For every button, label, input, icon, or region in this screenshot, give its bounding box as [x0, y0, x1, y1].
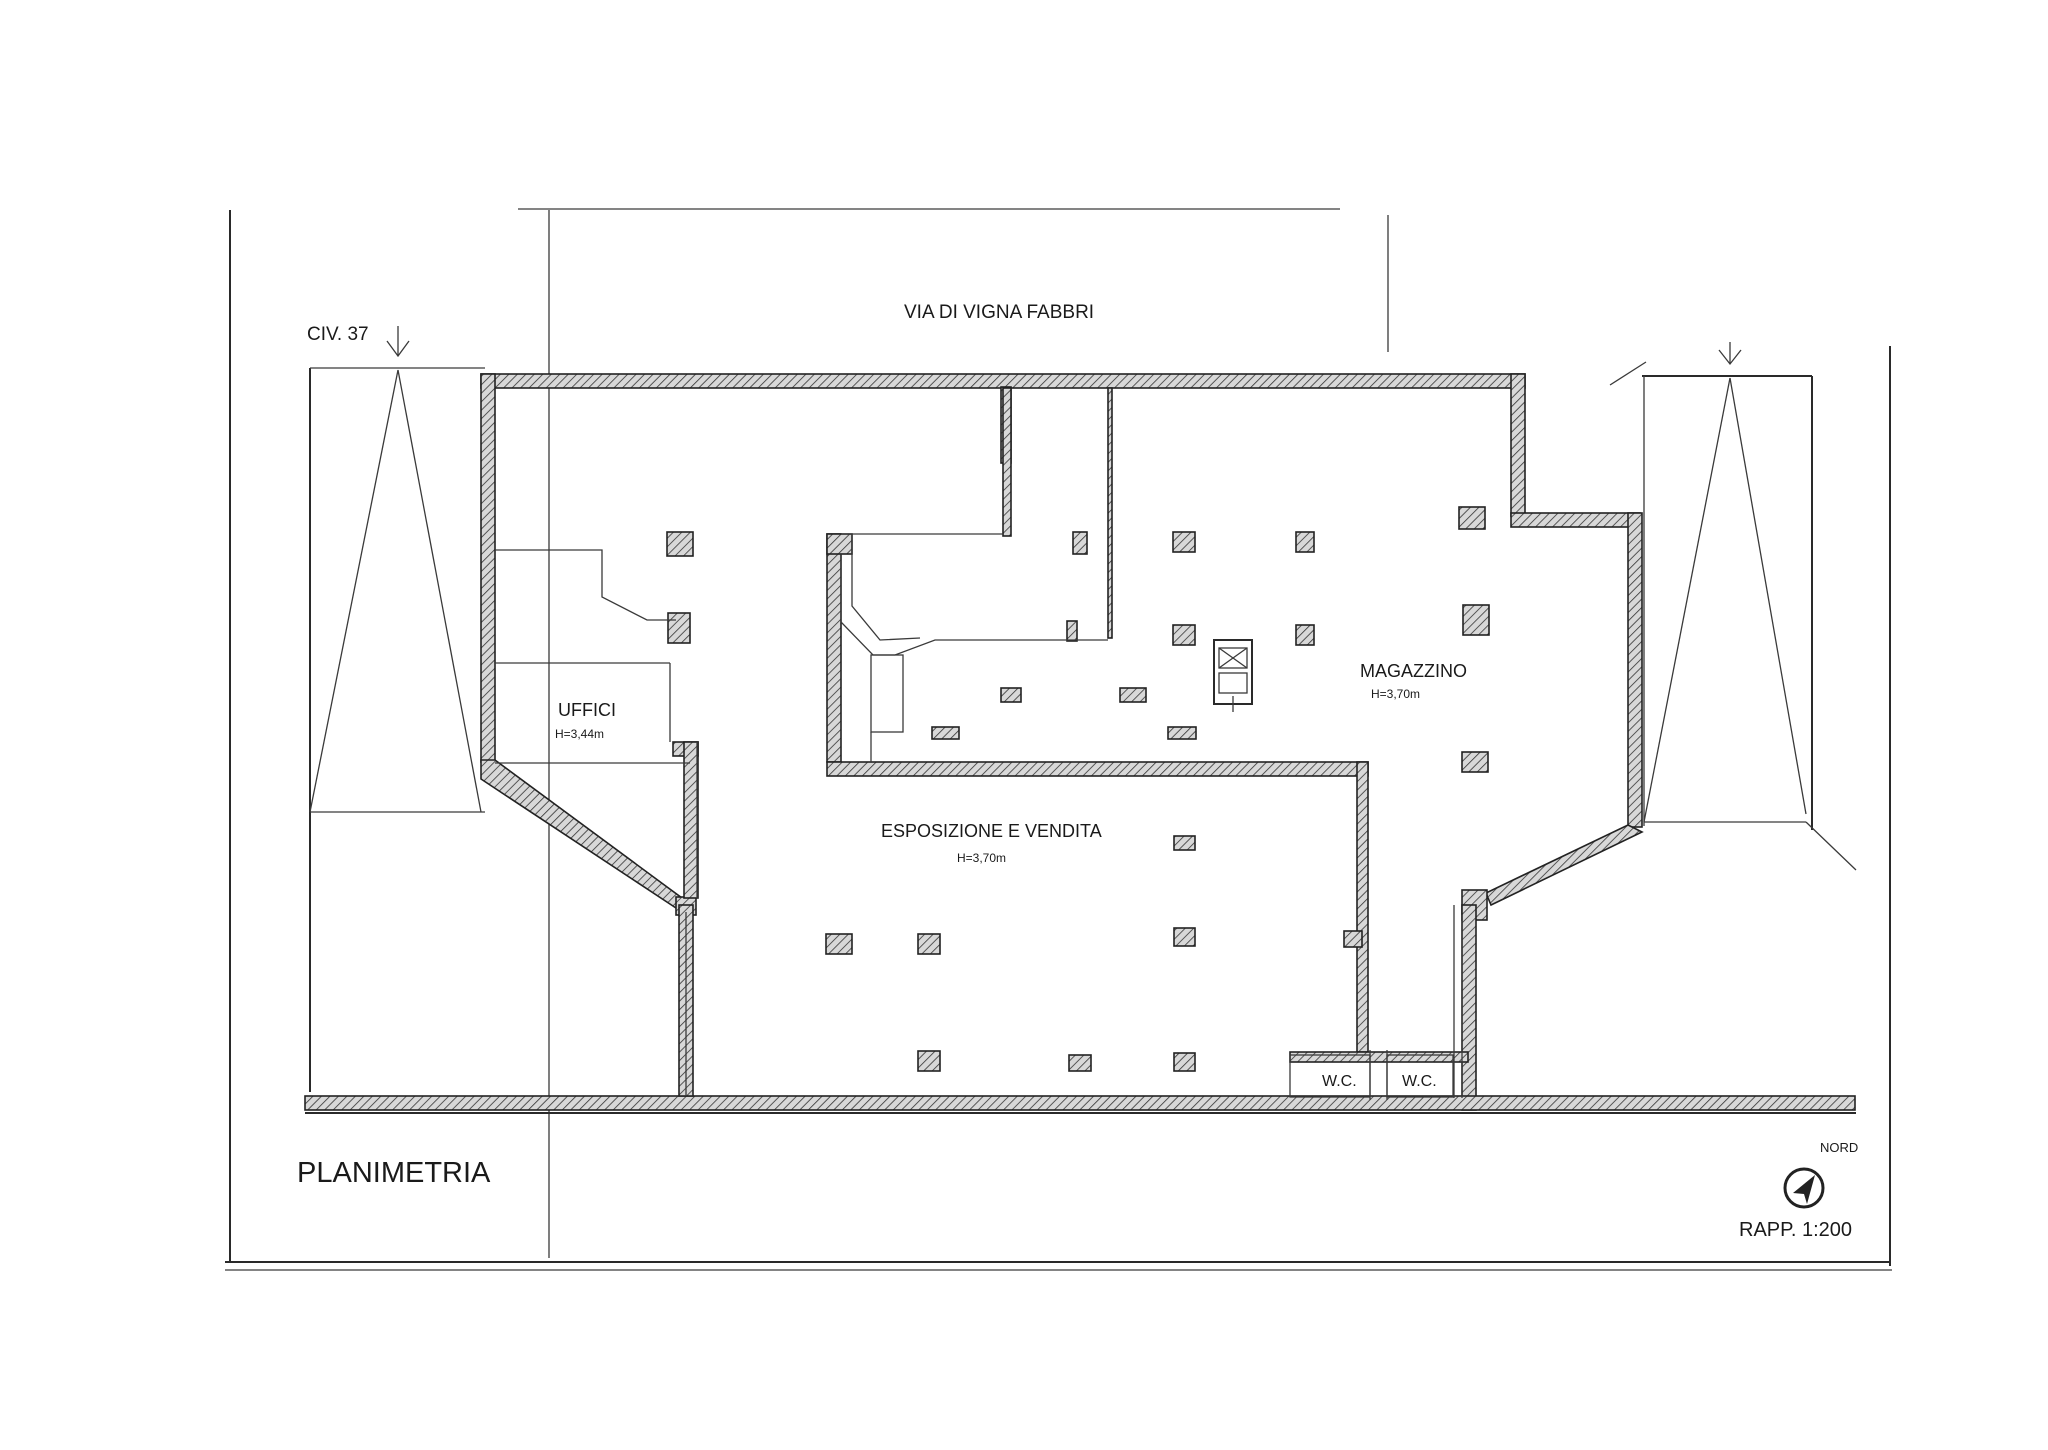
street-label: VIA DI VIGNA FABBRI: [904, 302, 1094, 323]
room-outlines: [495, 533, 1463, 1100]
room-label-magazzino: MAGAZZINO: [1360, 661, 1467, 681]
room-height-esposizione: H=3,70m: [957, 851, 1006, 865]
drawing-title: PLANIMETRIA: [297, 1157, 491, 1189]
room-height-uffici: H=3,44m: [555, 727, 604, 741]
room-label-uffici: UFFICI: [558, 700, 616, 720]
scale-label: RAPP. 1:200: [1739, 1219, 1852, 1241]
room-label-esposizione: ESPOSIZIONE E VENDITA: [881, 821, 1102, 841]
wc-label-1: W.C.: [1322, 1073, 1357, 1090]
right-neighbour-shaft: [1609, 361, 1857, 871]
entrance-arrow-right: [1718, 342, 1742, 366]
entrance-arrow-left: [386, 326, 410, 358]
pillars: [666, 506, 1490, 1072]
room-height-magazzino: H=3,70m: [1371, 687, 1420, 701]
north-arrow-icon: [1783, 1167, 1825, 1209]
wc-label-2: W.C.: [1402, 1073, 1437, 1090]
building-walls: [304, 373, 1856, 1111]
north-label: NORD: [1820, 1140, 1858, 1155]
civic-number-label: CIV. 37: [307, 324, 369, 345]
left-neighbour-shaft: [309, 367, 485, 1092]
lift-symbol: [1213, 639, 1253, 712]
